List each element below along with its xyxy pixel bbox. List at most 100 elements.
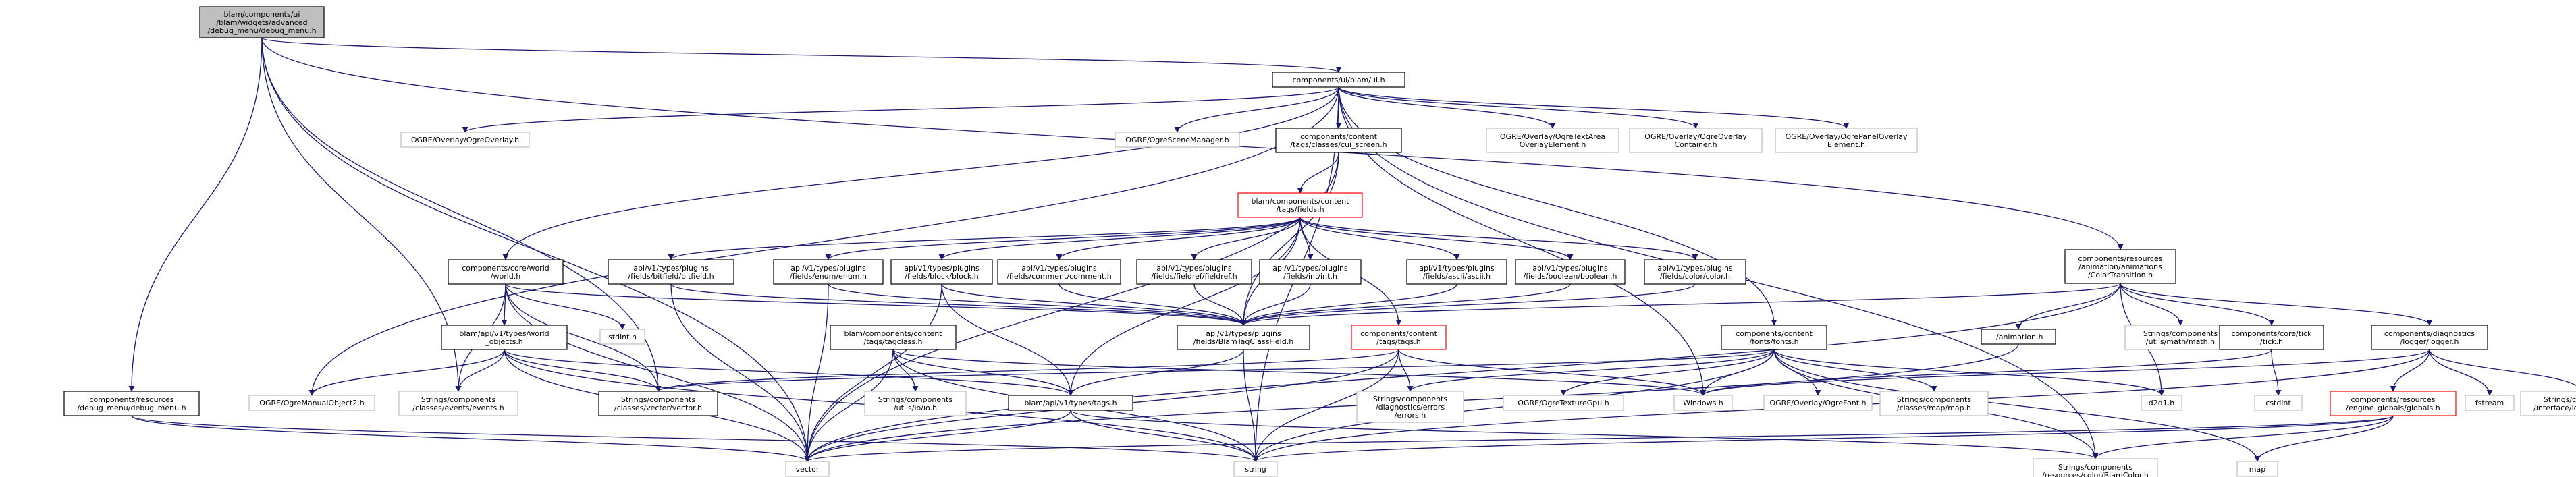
node-label-line: /fields/ascii/ascii.h xyxy=(1423,272,1491,281)
node-label-line: string xyxy=(1245,465,1266,474)
node-box xyxy=(608,259,734,285)
edge-enum-h-to-blamtagclassfield-h xyxy=(828,283,1247,326)
node-layer: blam/components/ui/blam/widgets/advanced… xyxy=(63,6,2576,477)
edge-block-h-to-blam-tags-h xyxy=(941,283,1074,396)
node-label-line: /tags/tagclass.h xyxy=(864,337,923,346)
node-tick-h[interactable]: components/core/tick/tick.h xyxy=(2219,325,2324,350)
node-box xyxy=(2219,325,2324,350)
node-core-world-h[interactable]: components/core/world/world.h xyxy=(448,259,564,285)
node-box xyxy=(598,391,718,416)
edge-logger-h-to-globals-h xyxy=(2390,349,2430,392)
edge-core-world-h-to-vector xyxy=(505,283,811,462)
node-box xyxy=(2330,391,2457,416)
node-label-line: api/v1/types/plugins xyxy=(633,264,709,273)
node-blamtagclassfield-h[interactable]: api/v1/types/plugins/fields/BlamTagClass… xyxy=(1177,325,1310,350)
node-label-line: api/v1/types/plugins xyxy=(1156,264,1232,273)
node-tags-fields-h: blam/components/content/tags/fields.h xyxy=(1237,192,1363,218)
node-resources-debug-menu-h[interactable]: components/resources/debug_menu/debug_me… xyxy=(63,391,200,416)
node-color-h[interactable]: api/v1/types/plugins/fields/color/color.… xyxy=(1644,259,1746,285)
node-int-h[interactable]: api/v1/types/plugins/fields/int/int.h xyxy=(1259,259,1362,285)
node-box xyxy=(1177,325,1310,350)
edge-bitfield-h-to-blamtagclassfield-h xyxy=(670,283,1247,326)
edge-block-h-to-blamtagclassfield-h xyxy=(941,283,1247,326)
node-comment-h[interactable]: api/v1/types/plugins/fields/comment/comm… xyxy=(997,259,1121,285)
node-blam-tags-h[interactable]: blam/api/v1/types/tags.h xyxy=(1008,395,1133,411)
node-label-line: /errors.h xyxy=(1395,411,1426,420)
edge-core-world-h-to-vector-class-h xyxy=(505,283,662,392)
edge-color-transition-h-to-tick-h xyxy=(2120,283,2275,326)
edge-tick-h-to-cstdint xyxy=(2271,349,2282,396)
node-windows-h: Windows.h xyxy=(1673,395,1733,411)
node-block-h[interactable]: api/v1/types/plugins/fields/block/block.… xyxy=(890,259,993,285)
node-bitfield-h[interactable]: api/v1/types/plugins/fields/bitfield/bit… xyxy=(608,259,734,285)
node-label-line: /classes/vector/vector.h xyxy=(614,403,702,412)
node-vector: vector xyxy=(785,461,830,477)
node-label-line: OGRE/Overlay/OgreOverlay xyxy=(1644,132,1747,141)
edge-resources-debug-menu-h-to-string xyxy=(131,415,1259,462)
node-box xyxy=(441,325,568,350)
edge-tags-fields-h-to-boolean-h xyxy=(1299,217,1574,260)
node-ascii-h[interactable]: api/v1/types/plugins/fields/ascii/ascii.… xyxy=(1406,259,1507,285)
node-label-line: components/core/world xyxy=(462,264,549,273)
node-label-line: components/content xyxy=(1736,329,1813,338)
node-label-line: OverlayElement.h xyxy=(1520,140,1586,149)
node-boolean-h[interactable]: api/v1/types/plugins/fields/boolean/bool… xyxy=(1515,259,1626,285)
edge-fonts-h-to-d2d1-h xyxy=(1773,349,2165,396)
node-label-line: OGRE/Overlay/OgreTextArea xyxy=(1500,132,1605,141)
node-label-line: components/core/tick xyxy=(2232,329,2313,338)
edge-color-transition-h-to-math-h xyxy=(2120,283,2184,326)
edge-fonts-h-to-map-class-h xyxy=(1773,349,1937,392)
edge-core-world-h-to-blamtagclassfield-h xyxy=(505,283,1247,326)
node-animation-h[interactable]: ./animation.h xyxy=(1981,329,2056,345)
node-box xyxy=(1721,325,1827,350)
node-label-line: /resources/color/BlamColor.h xyxy=(2042,471,2149,477)
edge-blam-tags-h-to-vector xyxy=(804,410,1071,462)
node-box xyxy=(1233,461,1278,477)
node-label-line: d2d1.h xyxy=(2149,399,2174,408)
node-label-line: Strings/components xyxy=(2058,463,2132,472)
node-box xyxy=(997,259,1121,285)
node-ogre-text-area: OGRE/Overlay/OgreTextAreaOverlayElement.… xyxy=(1486,128,1619,153)
node-box xyxy=(448,259,564,285)
node-label-line: /tags/fields.h xyxy=(1276,205,1324,214)
node-box xyxy=(830,325,957,350)
node-box xyxy=(2465,395,2515,411)
node-color-transition-h[interactable]: components/resources/animation/animation… xyxy=(2064,249,2176,284)
node-map-class-h: Strings/components/classes/map/map.h xyxy=(1879,391,1989,416)
node-world-objects-h[interactable]: blam/api/v1/types/world_objects.h xyxy=(441,325,568,350)
node-vector-class-h[interactable]: Strings/components/classes/vector/vector… xyxy=(598,391,718,416)
node-label-line: /diagnostics/errors xyxy=(1376,403,1445,412)
node-label-line: /fields/color/color.h xyxy=(1660,272,1730,281)
node-label-line: /utils/math/math.h xyxy=(2146,337,2215,346)
edge-color-transition-h-to-logger-h xyxy=(2120,283,2433,326)
node-label-line: blam/api/v1/types/tags.h xyxy=(1024,399,1117,408)
edge-ascii-h-to-blamtagclassfield-h xyxy=(1240,283,1457,326)
node-tagclass-h[interactable]: blam/components/content/tags/tagclass.h xyxy=(830,325,957,350)
node-cui-screen-h[interactable]: components/content/tags/classes/cui_scre… xyxy=(1275,128,1402,153)
edge-boolean-h-to-blamtagclassfield-h xyxy=(1240,283,1571,326)
node-label-line: /classes/map/map.h xyxy=(1897,403,1971,412)
edge-fieldref-h-to-blamtagclassfield-h xyxy=(1193,283,1247,326)
node-label-line: Strings/components xyxy=(621,395,695,404)
node-label-line: blam/components/ui xyxy=(224,10,300,19)
node-label-line: Strings/components xyxy=(2143,329,2218,338)
node-box xyxy=(2141,395,2182,411)
node-logger-h[interactable]: components/diagnostics/logger/logger.h xyxy=(2371,325,2488,350)
node-label-line: /debug_menu/debug_menu.h xyxy=(207,26,316,35)
node-components-ui-blam-ui-h[interactable]: components/ui/blam/ui.h xyxy=(1272,72,1405,88)
node-fieldref-h[interactable]: api/v1/types/plugins/fields/fieldref/fie… xyxy=(1136,259,1252,285)
node-ogre-scene-manager: OGRE/OgreSceneManager.h xyxy=(1115,132,1240,148)
node-label-line: /fields/block/block.h xyxy=(905,272,978,281)
node-box xyxy=(2254,395,2303,411)
edge-enum-h-to-vector xyxy=(804,283,829,462)
edge-globals-h-to-blamcolor-h xyxy=(2092,415,2394,459)
node-label-line: /fields/boolean/boolean.h xyxy=(1523,272,1617,281)
node-enum-h[interactable]: api/v1/types/plugins/fields/enum/enum.h xyxy=(773,259,884,285)
edge-components-ui-blam-ui-h-to-core-world-h xyxy=(502,86,1339,260)
node-fonts-h[interactable]: components/content/fonts/fonts.h xyxy=(1721,325,1827,350)
node-label-line: Strings/components xyxy=(2544,395,2576,404)
node-debug-menu-h[interactable]: blam/components/ui/blam/widgets/advanced… xyxy=(199,6,325,38)
node-ogre-overlay: OGRE/Overlay/OgreOverlay.h xyxy=(400,132,530,148)
